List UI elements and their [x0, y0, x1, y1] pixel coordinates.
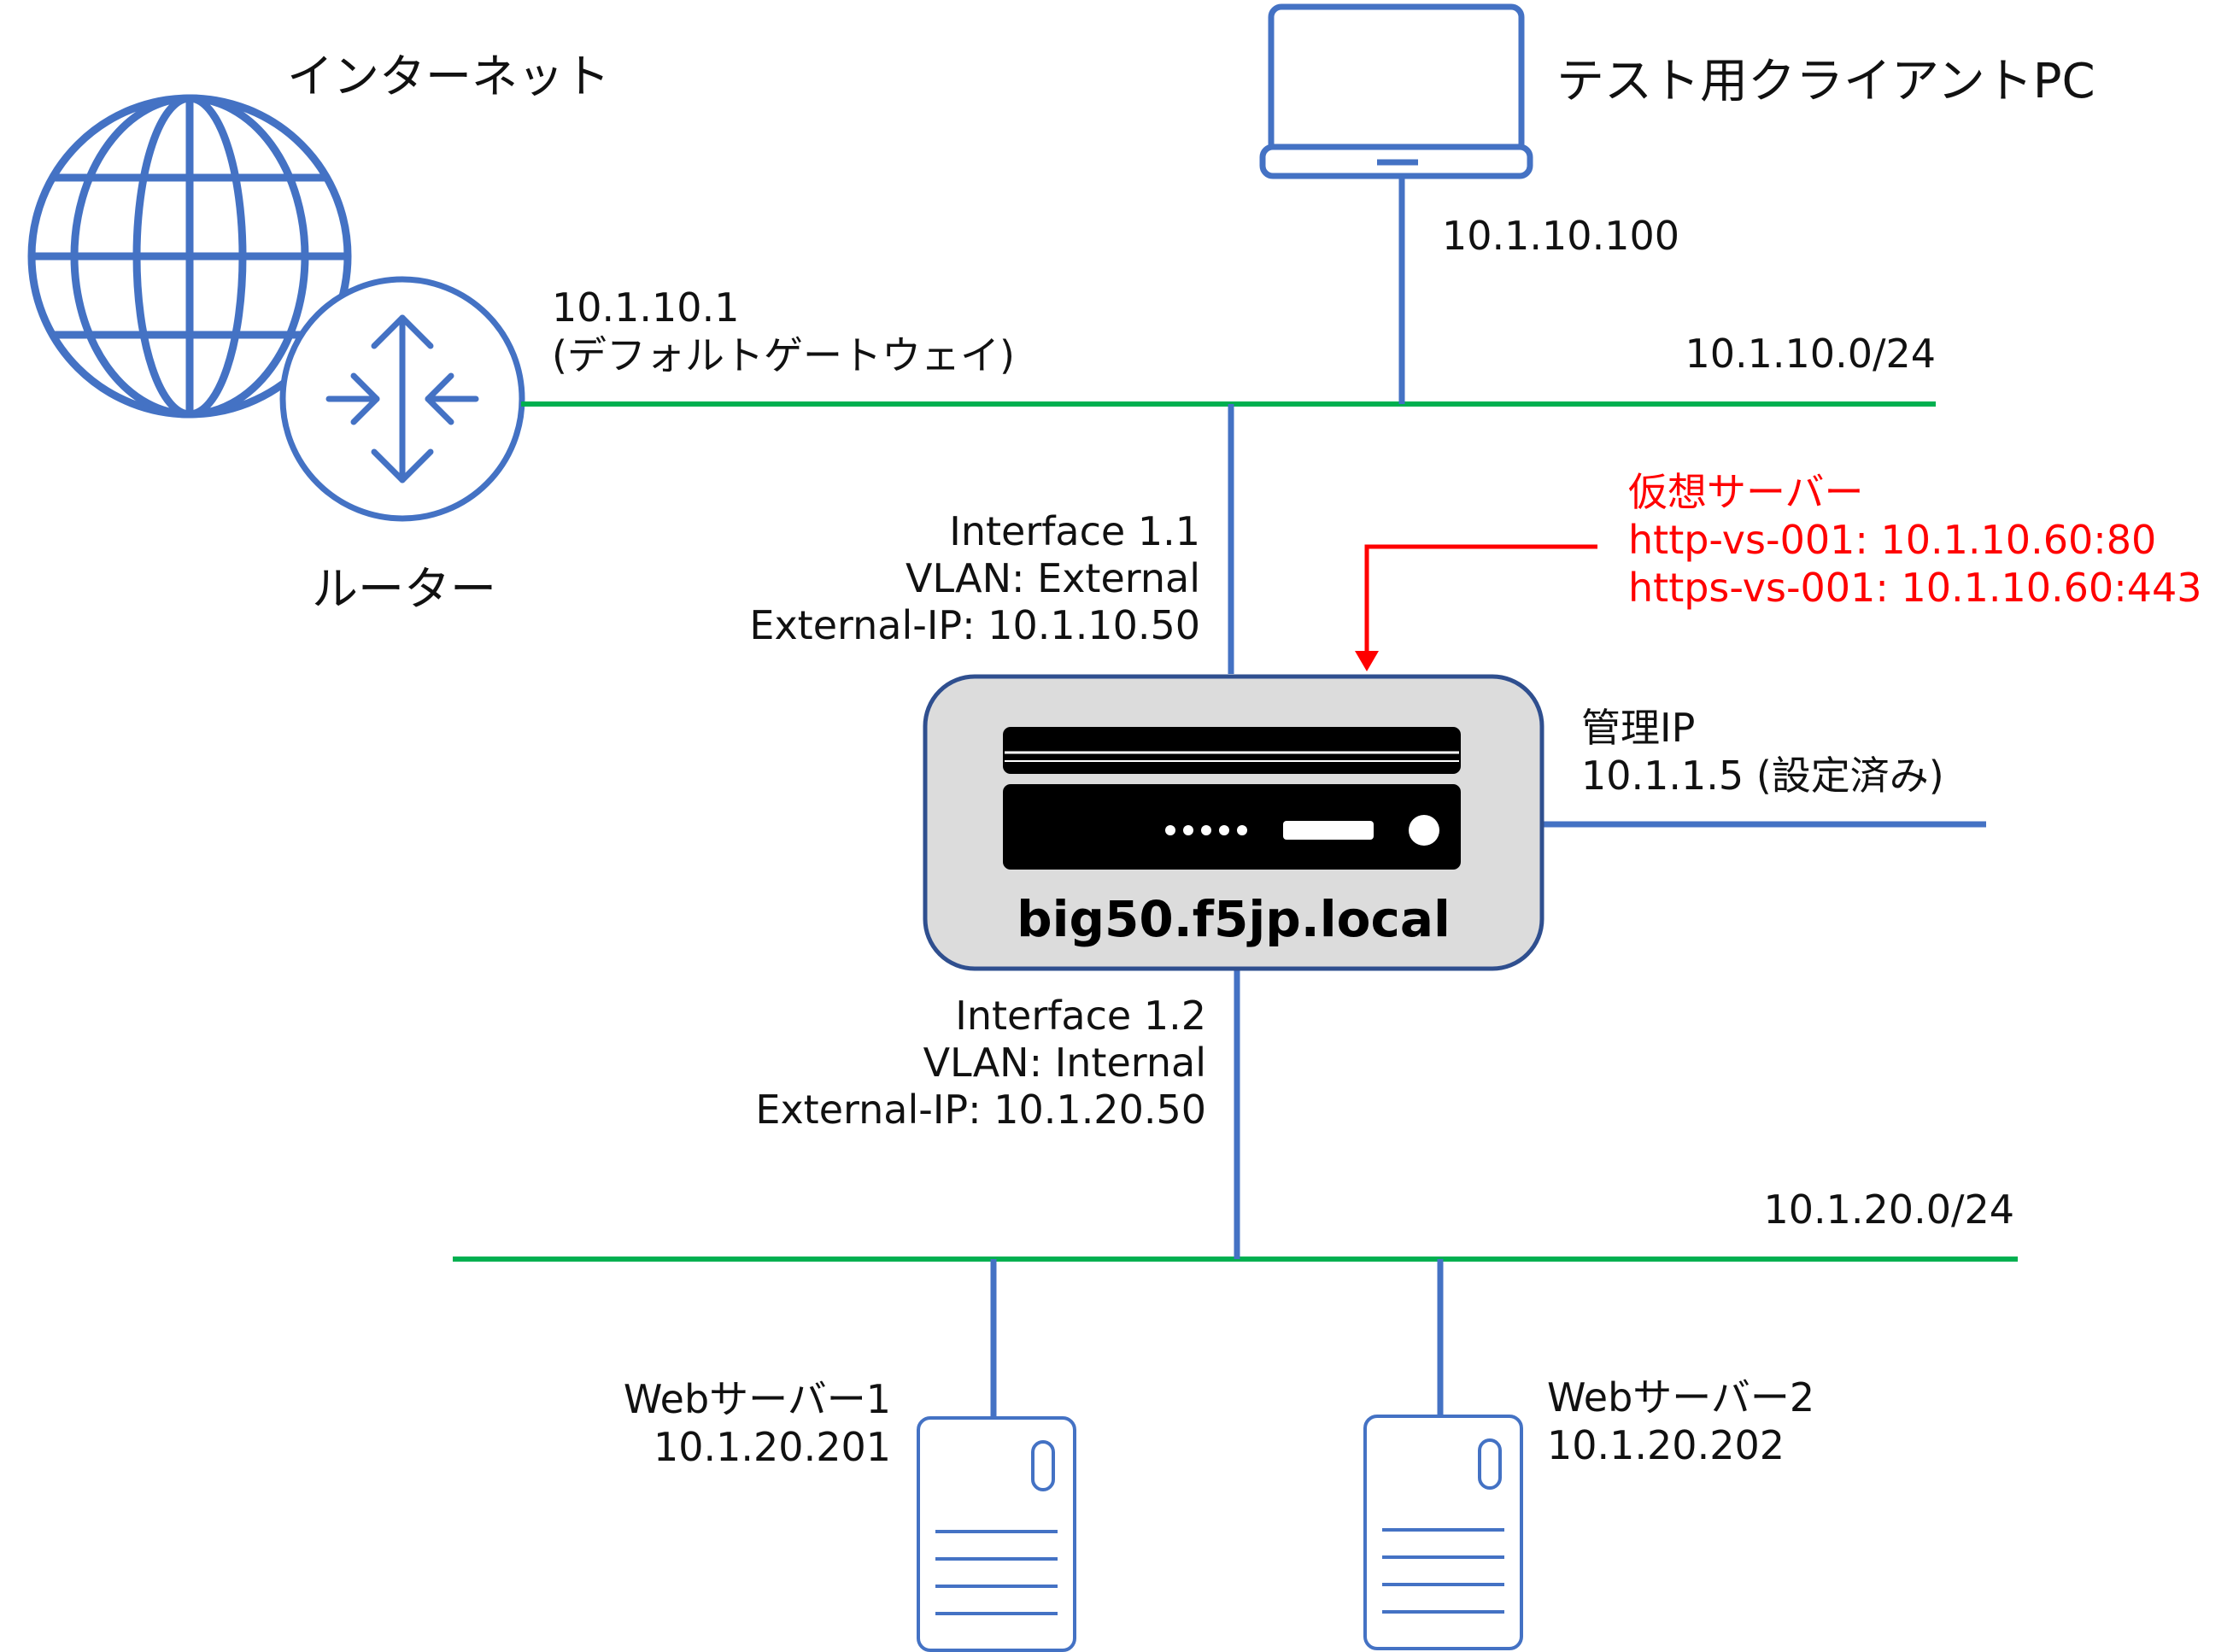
appliance-icon [923, 674, 1544, 971]
globe-icon [27, 94, 352, 419]
external-ip-label: External-IP: 10.1.10.50 [749, 602, 1200, 648]
gateway-ip: 10.1.10.1 [552, 284, 739, 331]
router-label: ルーター [312, 562, 496, 616]
vlan-internal-label: VLAN: Internal [923, 1040, 1206, 1086]
virtual-server-arrow [1355, 544, 1597, 671]
router-icon [279, 276, 525, 522]
management-title: 管理IP [1581, 705, 1695, 751]
virtual-server-http: http-vs-001: 10.1.10.60:80 [1628, 517, 2156, 563]
laptop-icon [1259, 3, 1533, 179]
server-icon [1363, 1415, 1523, 1650]
web-server-1-label: Webサーバー1 [624, 1376, 891, 1422]
network-links [453, 176, 2018, 1418]
web-server-2-label: Webサーバー2 [1547, 1374, 1814, 1421]
web-server-2-ip: 10.1.20.202 [1547, 1422, 1785, 1468]
interface-1-2-label: Interface 1.2 [955, 993, 1206, 1039]
device-hostname: big50.f5jp.local [1017, 890, 1451, 948]
internet-label: インターネット [287, 50, 610, 103]
server-icon [917, 1416, 1076, 1652]
client-label: テスト用クライアントPC [1556, 54, 2095, 109]
management-ip: 10.1.1.5 (設定済み) [1581, 753, 1944, 799]
virtual-server-title: 仮想サーバー [1628, 469, 1864, 515]
client-ip: 10.1.10.100 [1442, 213, 1679, 259]
gateway-desc: (デフォルトゲートウェイ) [552, 332, 1015, 378]
subnet-internal: 10.1.20.0/24 [1764, 1186, 2015, 1233]
virtual-server-https: https-vs-001: 10.1.10.60:443 [1628, 565, 2202, 611]
vlan-external-label: VLAN: External [906, 555, 1200, 601]
web-server-1-ip: 10.1.20.201 [654, 1424, 891, 1470]
subnet-external: 10.1.10.0/24 [1685, 331, 1937, 377]
internal-ip-label: External-IP: 10.1.20.50 [755, 1087, 1206, 1133]
interface-1-1-label: Interface 1.1 [949, 508, 1200, 554]
